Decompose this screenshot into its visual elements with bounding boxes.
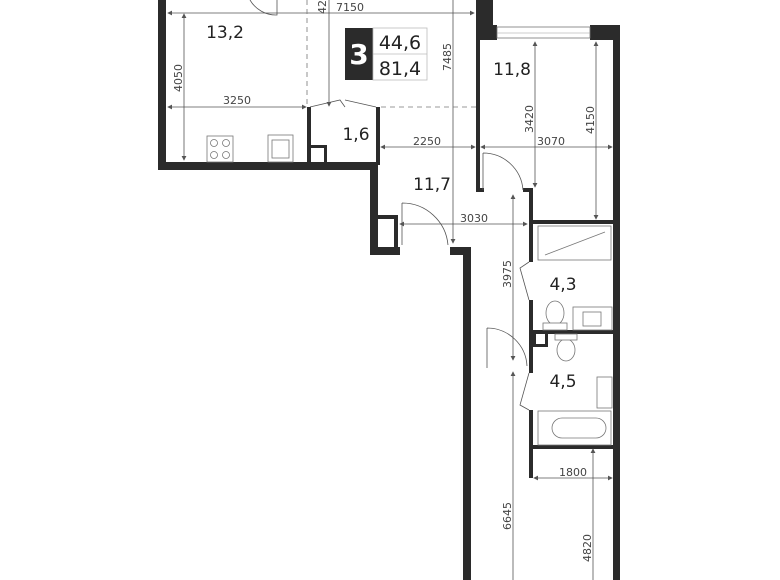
room-area-closet: 1,6 (342, 125, 369, 145)
dim-3250: 3250 (223, 94, 251, 107)
dimension-lines (167, 0, 613, 580)
dim-4820: 4820 (581, 534, 594, 562)
room-area-kitchen: 13,2 (206, 23, 244, 43)
dim-4150: 4150 (584, 106, 597, 134)
dim-6645: 6645 (501, 502, 514, 530)
dim-7150: 7150 (336, 1, 364, 14)
dim-3975: 3975 (501, 260, 514, 288)
shower-tray-icon (537, 225, 612, 261)
room-area-hall: 11,7 (413, 175, 451, 195)
dim-2250: 2250 (413, 135, 441, 148)
dim-42: 42 (316, 0, 329, 14)
walls (158, 0, 620, 580)
room-area-bathroom-2: 4,5 (549, 372, 576, 392)
toilet-icon (545, 300, 565, 326)
stove-icon (206, 135, 234, 163)
total-area: 81,4 (379, 58, 421, 80)
dim-3030: 3030 (460, 212, 488, 225)
living-area: 44,6 (379, 32, 421, 54)
room-labels: 13,2 1,6 11,7 11,8 4,3 4,5 (206, 23, 576, 392)
room-area-bathroom-1: 4,3 (549, 275, 576, 295)
toilet-icon (556, 338, 576, 362)
sink-icon (596, 376, 613, 409)
fixtures (206, 134, 613, 446)
window (496, 26, 591, 39)
dim-1800: 1800 (559, 466, 587, 479)
dim-7485: 7485 (441, 43, 454, 71)
room-area-bedroom: 11,8 (493, 60, 531, 80)
dim-4050: 4050 (172, 64, 185, 92)
area-badge: 3 44,6 81,4 (345, 27, 428, 81)
dim-3070: 3070 (537, 135, 565, 148)
dimension-labels: 7150 3250 4050 42 7485 2250 3030 3070 34… (172, 0, 597, 562)
dim-3420: 3420 (523, 105, 536, 133)
rooms-count: 3 (349, 38, 368, 71)
